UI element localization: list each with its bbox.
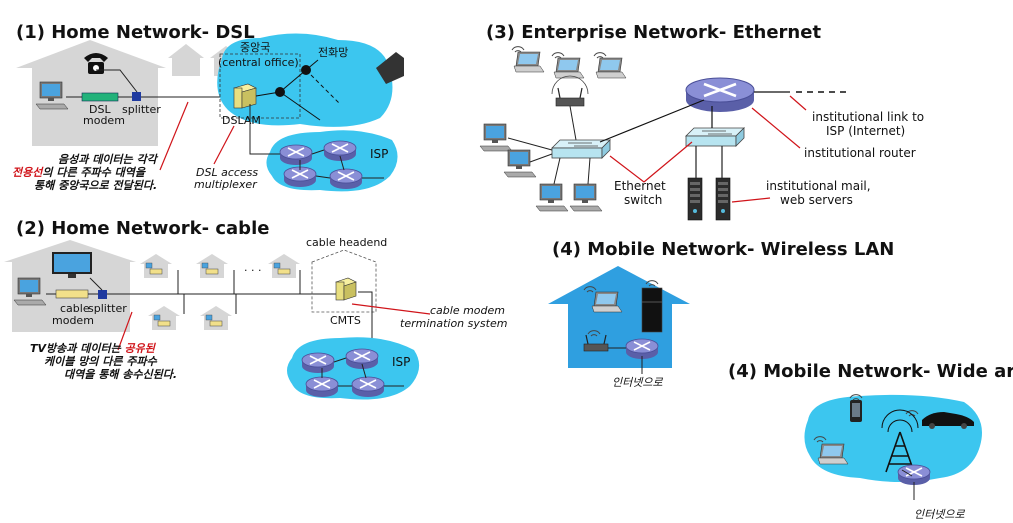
isp-link-label-1: institutional link to — [812, 110, 924, 124]
enterprise-computer-icon — [503, 149, 537, 178]
laptop-icon — [513, 51, 545, 73]
dsl-neighbor-house — [168, 44, 204, 76]
cable-note-line3: 대역을 통해 송수신된다. — [64, 368, 177, 381]
car-icon — [922, 412, 974, 429]
wide-area-cloud — [804, 394, 982, 482]
ethernet-switch-icon — [685, 127, 745, 147]
cable-headend-label: cable headend — [306, 236, 387, 249]
dslam-icon — [233, 83, 257, 109]
dsl-section: (1) Home Network- DSL DSL modem splitter… — [12, 22, 404, 192]
enterprise-computer-icon — [535, 183, 569, 212]
wifi-icon — [511, 46, 525, 53]
dslam-desc-2: multiplexer — [194, 178, 258, 191]
cable-isp-router-icon — [351, 376, 385, 398]
ethernet-switch-label-1: Ethernet — [614, 179, 666, 193]
ethernet-switch-label-2: switch — [624, 193, 662, 207]
cable-dots: · · · — [244, 264, 261, 277]
dsl-note-line2: 전용선의 다른 주파수 대역을 — [12, 166, 147, 179]
splitter-icon — [132, 92, 141, 101]
servers-label-1: institutional mail, — [766, 179, 871, 193]
isp-router-icon — [279, 144, 313, 166]
cable-modem-label-1: cable — [60, 302, 90, 315]
dsl-isp-label: ISP — [370, 147, 388, 161]
central-office-ko: 중앙국 — [240, 41, 270, 54]
dsl-modem-label-1: DSL — [89, 103, 111, 116]
tv-icon — [52, 252, 92, 278]
laptop-icon — [595, 57, 627, 79]
wide-area-title: (4) Mobile Network- Wide area — [728, 361, 1013, 382]
cmts-desc-2: termination system — [400, 317, 507, 330]
refrigerator-icon — [641, 287, 663, 333]
isp-link-label-2: ISP (Internet) — [826, 124, 905, 138]
cable-note-line2: 케이블 망의 다른 주파수 — [44, 355, 158, 368]
cable-house — [4, 240, 136, 332]
dslam-label: DSLAM — [222, 114, 261, 127]
cable-neighbor-house — [267, 253, 301, 279]
wlan-house — [548, 266, 690, 368]
isp-router-icon — [329, 168, 363, 190]
enterprise-title: (3) Enterprise Network- Ethernet — [486, 22, 821, 43]
enterprise-computer-icon — [479, 123, 513, 152]
dsl-title: (1) Home Network- DSL — [16, 22, 255, 43]
dsl-note-line3: 통해 중앙국으로 전달된다. — [34, 179, 157, 192]
cable-neighbor-house — [139, 253, 173, 279]
wifi-icon — [551, 52, 565, 59]
server-icon — [687, 177, 703, 221]
servers-label-2: web servers — [780, 193, 853, 207]
enterprise-section: (3) Enterprise Network- Ethernet — [479, 22, 924, 221]
cable-splitter-icon — [98, 290, 107, 299]
institutional-router-label: institutional router — [804, 146, 916, 160]
cable-isp-router-icon — [301, 352, 335, 374]
wlan-section: (4) Mobile Network- Wireless LAN 인터넷으로 — [548, 239, 894, 389]
cmts-desc-1: cable modem — [430, 304, 505, 317]
isp-router-icon — [323, 140, 357, 162]
cable-title: (2) Home Network- cable — [16, 218, 269, 239]
telephone-icon — [84, 53, 108, 74]
laptop-icon — [553, 57, 585, 79]
phone-network-label: 전화망 — [318, 46, 348, 59]
cmts-label: CMTS — [330, 314, 361, 327]
smartphone-icon — [850, 400, 862, 422]
dsl-device-icon — [376, 52, 404, 84]
central-office-en: (central office) — [218, 56, 299, 69]
institutional-router-icon — [685, 77, 755, 112]
central-office-box — [219, 53, 301, 119]
cable-modem-label-2: modem — [52, 314, 94, 327]
cable-neighbor-house — [195, 253, 229, 279]
wide-internet-label: 인터넷으로 — [914, 508, 965, 521]
cable-isp-label: ISP — [392, 355, 410, 369]
cable-splitter-label: splitter — [88, 302, 127, 315]
dsl-modem-label-2: modem — [83, 114, 125, 127]
cmts-icon — [335, 277, 357, 301]
ethernet-switch-icon — [551, 139, 611, 159]
dsl-modem-icon — [81, 92, 119, 102]
wifi-icon — [593, 52, 607, 59]
enterprise-computer-icon — [569, 183, 603, 212]
dsl-note-line1: 음성과 데이터는 각각 — [58, 153, 159, 166]
cell-tower-icon — [881, 409, 919, 473]
cable-headend-box — [311, 249, 377, 313]
access-point-icon — [551, 75, 589, 107]
dsl-telephone-cloud — [217, 33, 393, 127]
wide-area-section: (4) Mobile Network- Wide area 인터넷으로 — [728, 361, 1013, 521]
cable-isp-router-icon — [305, 376, 339, 398]
wlan-internet-label: 인터넷으로 — [612, 376, 663, 389]
cable-neighbor-house — [147, 305, 181, 331]
cable-isp-router-icon — [345, 348, 379, 370]
cable-modem-icon — [55, 289, 89, 299]
cable-note-line1: TV방송과 데이터는 공유된 — [30, 342, 157, 355]
wlan-title: (4) Mobile Network- Wireless LAN — [552, 239, 894, 260]
cable-section: (2) Home Network- cable cable modem spli… — [4, 218, 507, 400]
cable-neighbor-house — [199, 305, 233, 331]
server-icon — [715, 177, 731, 221]
dslam-desc-1: DSL access — [196, 166, 258, 179]
dsl-splitter-label: splitter — [122, 103, 161, 116]
